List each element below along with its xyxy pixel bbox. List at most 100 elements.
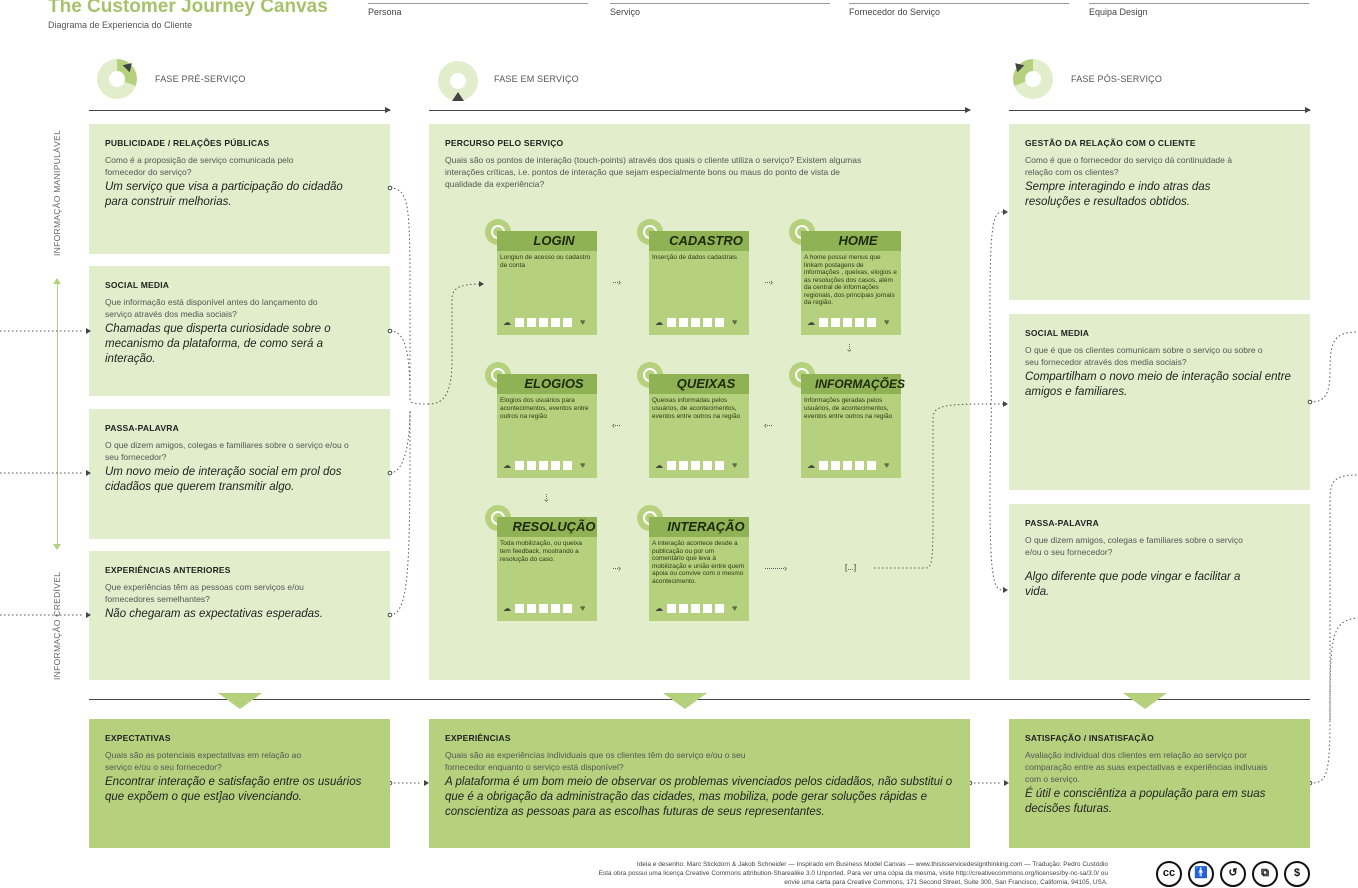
box-answer[interactable]: Encontrar interação e satisfação entre o… (105, 776, 362, 803)
sharealike-icon[interactable]: ↺ (1220, 861, 1246, 887)
card-rating[interactable]: ☁♥ (807, 317, 889, 327)
card-desc: Inserção de dados cadastrais (652, 254, 737, 261)
box-answer[interactable]: Compartilham o novo meio de interação so… (1025, 371, 1291, 398)
touchpoint-card-queixas[interactable]: QUEIXAS Queixas informadas pelos usuário… (637, 362, 749, 478)
side-arrow-up-icon (53, 278, 61, 284)
box-title: EXPERIÊNCIAS ANTERIORES (105, 565, 231, 575)
footer-credits: Ideia e desenho: Marc Stickdorn & Jakob … (500, 860, 1108, 887)
flow-arrow-left-icon: ‹··· (764, 420, 773, 430)
heart-icon[interactable]: ♥ (732, 603, 738, 613)
flow-arrow-right-icon: ···› (764, 277, 773, 287)
heart-icon[interactable]: ♥ (884, 317, 890, 327)
down-triangle-icon (1123, 693, 1167, 709)
card-title: INFORMAÇÕES (801, 374, 905, 394)
box-answer[interactable]: Um serviço que visa a participação do ci… (105, 181, 343, 208)
experiences-box[interactable]: EXPERIÊNCIAS Quais são as experiências i… (429, 719, 970, 848)
expectations-box[interactable]: EXPECTATIVAS Quais são as potenciais exp… (89, 719, 390, 848)
flow-arrow-left-icon: ‹··· (612, 420, 621, 430)
touchpoint-card-elogios[interactable]: ELOGIOS Elogios dos usuários para aconte… (485, 362, 597, 478)
heart-icon[interactable]: ♥ (580, 317, 586, 327)
card-rating[interactable]: ☁♥ (655, 603, 737, 613)
box-title: SOCIAL MEDIA (1025, 328, 1090, 338)
box-title: SATISFAÇÃO / INSATISFAÇÃO (1025, 733, 1154, 743)
card-title: RESOLUÇÃO (497, 517, 597, 537)
box-question: Quais são os pontos de interação (touch-… (445, 155, 862, 189)
box-question: Como é a proposição de serviço comunicad… (105, 155, 294, 177)
pre-previous-experiences-box[interactable]: EXPERIÊNCIAS ANTERIORES Que experiências… (89, 551, 390, 680)
box-question: Que informação está disponível antes do … (105, 297, 318, 319)
box-answer[interactable]: A plataforma é um bom meio de observar o… (445, 776, 953, 818)
heart-icon[interactable]: ♥ (884, 460, 890, 470)
pre-phase-arrow (89, 107, 391, 113)
box-title: GESTÃO DA RELAÇÃO COM O CLIENTE (1025, 138, 1196, 148)
box-answer[interactable]: Um novo meio de interação social em prol… (105, 466, 342, 493)
in-phase-pie-icon (438, 61, 478, 101)
card-desc: Elogios dos usuários para acontecimentos… (500, 397, 589, 420)
post-social-media-box[interactable]: SOCIAL MEDIA O que é que os clientes com… (1009, 314, 1310, 490)
attribution-icon[interactable]: 🚹 (1188, 861, 1214, 887)
noncommercial-icon[interactable]: $ (1284, 861, 1310, 887)
cloud-icon[interactable]: ☁ (503, 603, 511, 613)
pre-phase-pie-icon (97, 59, 137, 99)
pre-social-media-box[interactable]: SOCIAL MEDIA Que informação está disponí… (89, 266, 390, 396)
service-field[interactable]: Serviço (610, 3, 830, 17)
post-phase-arrow (1009, 107, 1311, 113)
copy-icon[interactable]: ⧉ (1252, 861, 1278, 887)
box-question: O que dizem amigos, colegas e familiares… (1025, 535, 1243, 557)
pre-publicity-box[interactable]: PUBLICIDADE / RELAÇÕES PÚBLICAS Como é a… (89, 124, 390, 254)
card-rating[interactable]: ☁♥ (503, 603, 585, 613)
box-answer[interactable]: Algo diferente que pode vingar e facilit… (1025, 571, 1241, 598)
side-arrow-down-icon (53, 544, 61, 550)
card-desc: Longiun de acesso ou cadastro de conta (500, 254, 591, 269)
touchpoint-card-cadastro[interactable]: CADASTRO Inserção de dados cadastrais ☁♥ (637, 219, 749, 335)
cloud-icon[interactable]: ☁ (655, 317, 663, 327)
cloud-icon[interactable]: ☁ (503, 317, 511, 327)
heart-icon[interactable]: ♥ (580, 460, 586, 470)
heart-icon[interactable]: ♥ (732, 317, 738, 327)
card-desc: A home possui menus que linkam postagens… (804, 254, 897, 306)
cloud-icon[interactable]: ☁ (503, 460, 511, 470)
persona-field[interactable]: Persona (368, 3, 588, 17)
card-title: INTERAÇÃO (649, 517, 749, 537)
cc-icon[interactable]: cc (1156, 861, 1182, 887)
post-crm-box[interactable]: GESTÃO DA RELAÇÃO COM O CLIENTE Como é q… (1009, 124, 1310, 300)
footer-line: envie uma carta para Creative Commons, 1… (784, 879, 1108, 886)
satisfaction-box[interactable]: SATISFAÇÃO / INSATISFAÇÃO Avaliação indi… (1009, 719, 1310, 848)
touchpoint-card-login[interactable]: LOGIN Longiun de acesso ou cadastro de c… (485, 219, 597, 335)
box-answer[interactable]: Sempre interagindo e indo atras das reso… (1025, 181, 1211, 208)
card-desc: A interação acontece desde a publicação … (652, 540, 745, 585)
card-rating[interactable]: ☁♥ (503, 317, 585, 327)
touchpoint-card-home[interactable]: HOME A home possui menus que linkam post… (789, 219, 901, 335)
heart-icon[interactable]: ♥ (580, 603, 586, 613)
flow-arrow-right-icon: ···› (612, 277, 621, 287)
card-rating[interactable]: ☁♥ (503, 460, 585, 470)
cc-license-icons[interactable]: cc 🚹 ↺ ⧉ $ (1156, 861, 1310, 887)
touchpoint-card-informacoes[interactable]: INFORMAÇÕES Informações geradas pelos us… (789, 362, 905, 478)
card-desc: Toda mobilização, ou queixa tem feedback… (500, 540, 583, 563)
box-answer[interactable]: Não chegaram as expectativas esperadas. (105, 608, 323, 620)
post-word-of-mouth-box[interactable]: PASSA-PALAVRA O que dizem amigos, colega… (1009, 504, 1310, 680)
box-title: PASSA-PALAVRA (105, 423, 179, 433)
design-team-field[interactable]: Equipa Design (1089, 3, 1309, 17)
touchpoint-card-interacao[interactable]: INTERAÇÃO A interação acontece desde a p… (637, 505, 749, 621)
cloud-icon[interactable]: ☁ (807, 460, 815, 470)
box-question: Avaliação individual dos clientes em rel… (1025, 750, 1268, 784)
box-answer[interactable]: É útil e consciêntiza a população para e… (1025, 788, 1266, 815)
footer-line: Esta obra possui uma licença Creative Co… (598, 870, 1108, 877)
provider-field[interactable]: Fornecedor do Serviço (849, 3, 1069, 17)
box-answer[interactable]: Chamadas que disperta curiosidade sobre … (105, 323, 331, 365)
cloud-icon[interactable]: ☁ (655, 603, 663, 613)
box-title: SOCIAL MEDIA (105, 280, 170, 290)
footer-line: Ideia e desenho: Marc Stickdorn & Jakob … (636, 861, 1108, 868)
touchpoint-card-resolucao[interactable]: RESOLUÇÃO Toda mobilização, ou queixa te… (485, 505, 597, 621)
pre-word-of-mouth-box[interactable]: PASSA-PALAVRA O que dizem amigos, colega… (89, 409, 390, 539)
card-rating[interactable]: ☁♥ (807, 460, 889, 470)
card-rating[interactable]: ☁♥ (655, 460, 737, 470)
cloud-icon[interactable]: ☁ (807, 317, 815, 327)
in-phase-arrow (429, 107, 971, 113)
canvas-subtitle: Diagrama de Experiencia do Cliente (48, 20, 193, 30)
card-rating[interactable]: ☁♥ (655, 317, 737, 327)
cloud-icon[interactable]: ☁ (655, 460, 663, 470)
heart-icon[interactable]: ♥ (732, 460, 738, 470)
box-question: O que dizem amigos, colegas e familiares… (105, 440, 349, 462)
